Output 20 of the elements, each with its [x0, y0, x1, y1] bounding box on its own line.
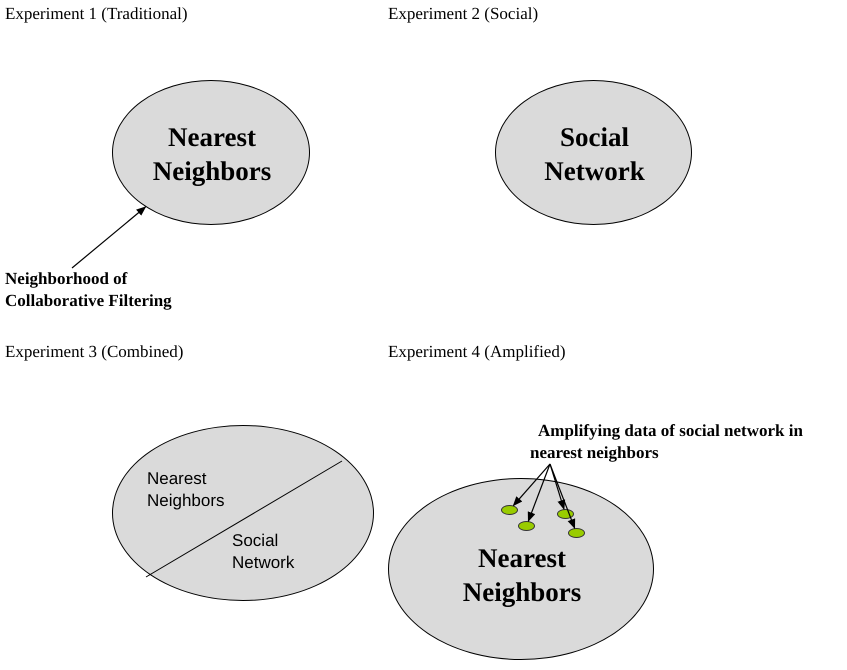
panel-heading: Experiment 1 (Traditional) [5, 4, 188, 24]
arrow [72, 206, 146, 268]
arrow [512, 464, 550, 506]
ellipse-label: Social Network [543, 120, 646, 188]
data-point [518, 521, 535, 531]
data-point [501, 505, 518, 515]
arrow [528, 464, 551, 522]
section-label: Nearest Neighbors [147, 468, 226, 512]
panel-heading: Experiment 4 (Amplified) [388, 342, 566, 362]
ellipse-label: Nearest Neighbors [152, 120, 272, 188]
ellipse-label: Nearest Neighbors [462, 542, 582, 609]
arrow [549, 464, 576, 530]
panel-heading: Experiment 3 (Combined) [5, 342, 184, 362]
data-point [568, 528, 585, 538]
data-point [557, 509, 574, 519]
section-label: Social Network [232, 530, 296, 574]
arrow [549, 464, 566, 510]
panel-heading: Experiment 2 (Social) [388, 4, 538, 24]
annotation-text: Amplifying data of social network in nearest neighbors [530, 420, 830, 464]
annotation-text: Neighborhood of Collaborative Filtering [5, 268, 220, 312]
